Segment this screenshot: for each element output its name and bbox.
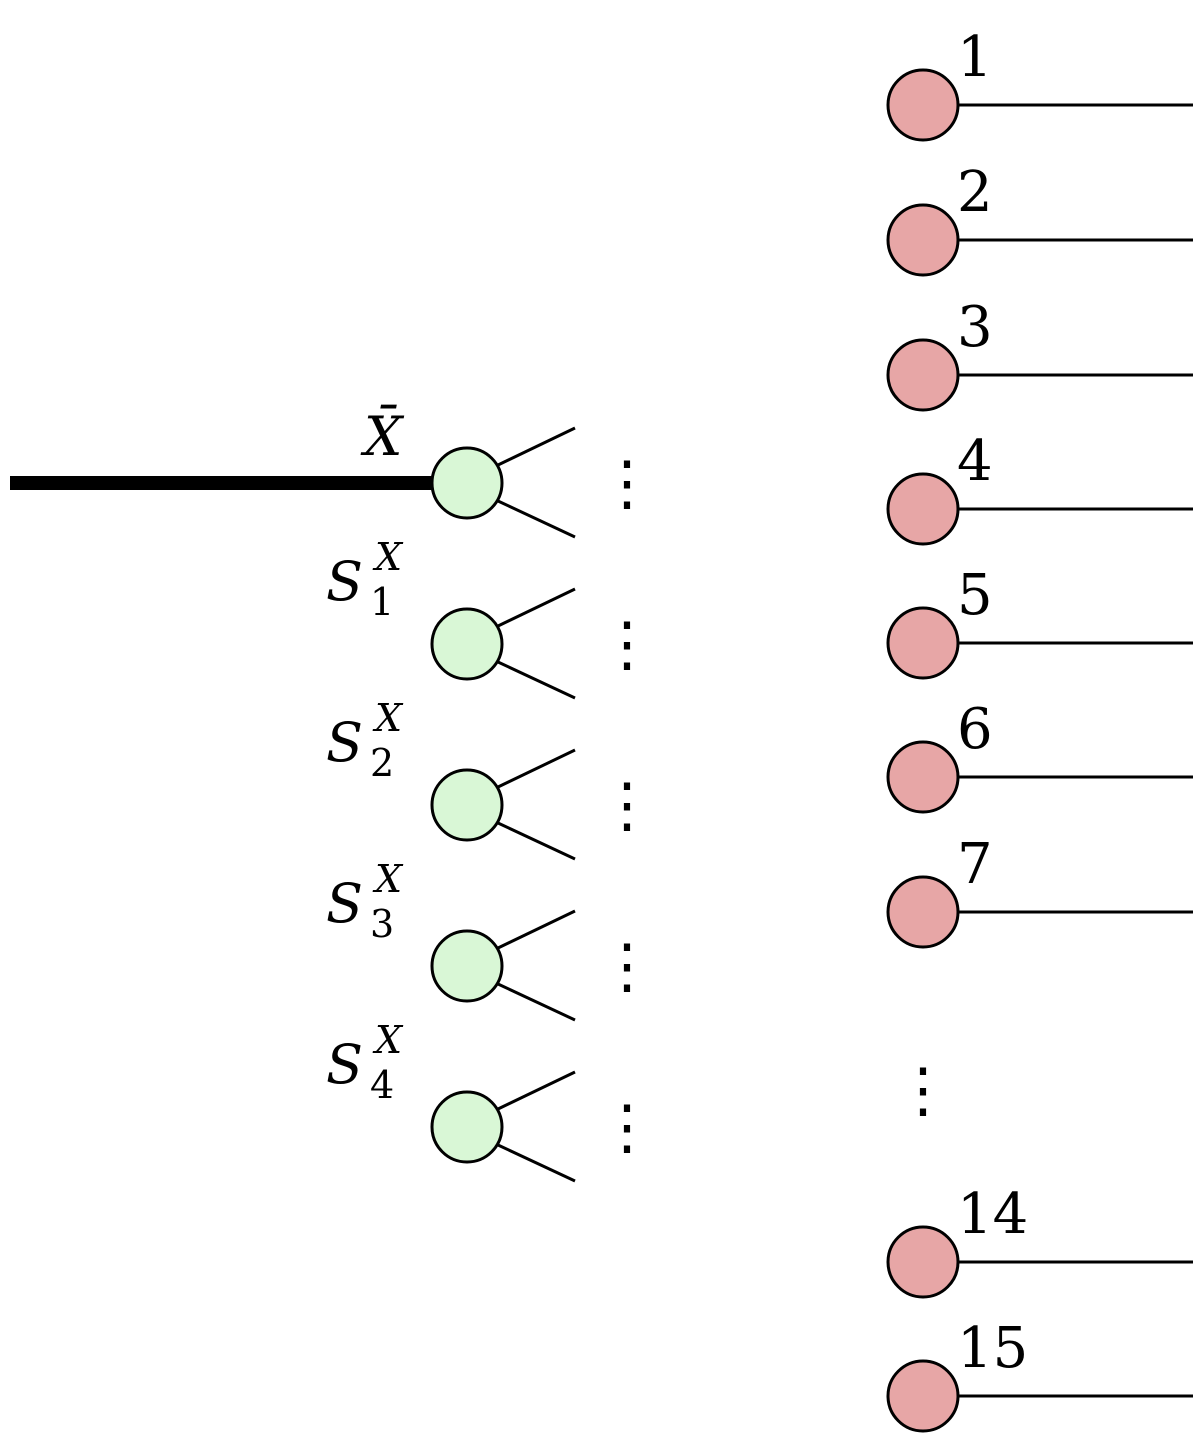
s2-branch-lower (497, 821, 576, 861)
s4-label-base: S (326, 1033, 363, 1096)
xbar-node-circle (430, 446, 504, 520)
s1-label-sub: 1 (370, 580, 394, 624)
green-node-s3 (430, 909, 576, 1022)
s4-node-circle (430, 1090, 504, 1164)
red-node-6: 6 (886, 697, 1193, 814)
green-node-xbar (430, 426, 576, 539)
red-node-15: 15 (886, 1316, 1193, 1433)
red-node-7-circle (886, 875, 960, 949)
red-node-1-label: 1 (957, 25, 993, 90)
s4-label: S X 4 (326, 1018, 404, 1107)
s3-dots: ⋮ (597, 932, 657, 1002)
red-node-7-label: 7 (957, 832, 993, 897)
red-node-6-circle (886, 740, 960, 814)
s4-branch-upper (497, 1070, 576, 1111)
red-node-3-label: 3 (957, 295, 993, 360)
s1-label: S X 1 (326, 535, 404, 624)
s3-node-circle (430, 929, 504, 1003)
red-node-5-circle (886, 606, 960, 680)
red-node-3: 3 (886, 295, 1193, 412)
s2-label-base: S (326, 711, 363, 774)
red-node-1-circle (886, 68, 960, 142)
red-node-4-circle (886, 472, 960, 546)
s4-dots: ⋮ (597, 1093, 657, 1163)
s3-label-base: S (326, 872, 363, 935)
red-node-1: 1 (886, 25, 1193, 142)
green-node-s1 (430, 587, 576, 700)
red-node-5: 5 (886, 563, 1193, 680)
s2-dots: ⋮ (597, 771, 657, 841)
red-node-15-circle (886, 1359, 960, 1433)
red-node-14: 14 (886, 1182, 1193, 1299)
red-node-4-label: 4 (957, 429, 993, 494)
s3-branch-lower (497, 982, 576, 1022)
s4-branch-lower (497, 1143, 576, 1183)
red-node-4: 4 (886, 429, 1193, 546)
s1-label-sup: X (372, 535, 404, 579)
s4-label-sub: 4 (370, 1063, 394, 1107)
s3-label-sub: 3 (370, 902, 394, 946)
s1-branch-lower (497, 660, 576, 700)
s2-label-sup: X (372, 696, 404, 740)
s3-label-sup: X (372, 857, 404, 901)
red-node-6-label: 6 (957, 697, 993, 762)
green-node-s4 (430, 1070, 576, 1183)
xbar-label: X̄ (360, 404, 405, 468)
s1-label-base: S (326, 550, 363, 613)
right-column-dots: ⋮ (893, 1056, 953, 1126)
xbar-branch-lower (497, 499, 576, 539)
s2-branch-upper (497, 748, 576, 789)
s1-node-circle (430, 607, 504, 681)
red-node-2-label: 2 (957, 160, 993, 225)
red-node-14-label: 14 (957, 1182, 1028, 1247)
s2-node-circle (430, 768, 504, 842)
s1-dots: ⋮ (597, 610, 657, 680)
xbar-dots: ⋮ (597, 449, 657, 519)
red-node-2: 2 (886, 160, 1193, 277)
green-node-s2 (430, 748, 576, 861)
s4-label-sup: X (372, 1018, 404, 1062)
xbar-branch-upper (497, 426, 576, 467)
s1-branch-upper (497, 587, 576, 628)
red-node-5-label: 5 (957, 563, 993, 628)
red-node-7: 7 (886, 832, 1193, 949)
s2-label: S X 2 (326, 696, 404, 785)
red-node-2-circle (886, 203, 960, 277)
s3-branch-upper (497, 909, 576, 950)
red-node-3-circle (886, 338, 960, 412)
s3-label: S X 3 (326, 857, 404, 946)
red-node-15-label: 15 (957, 1316, 1028, 1381)
red-node-14-circle (886, 1225, 960, 1299)
s2-label-sub: 2 (370, 741, 394, 785)
